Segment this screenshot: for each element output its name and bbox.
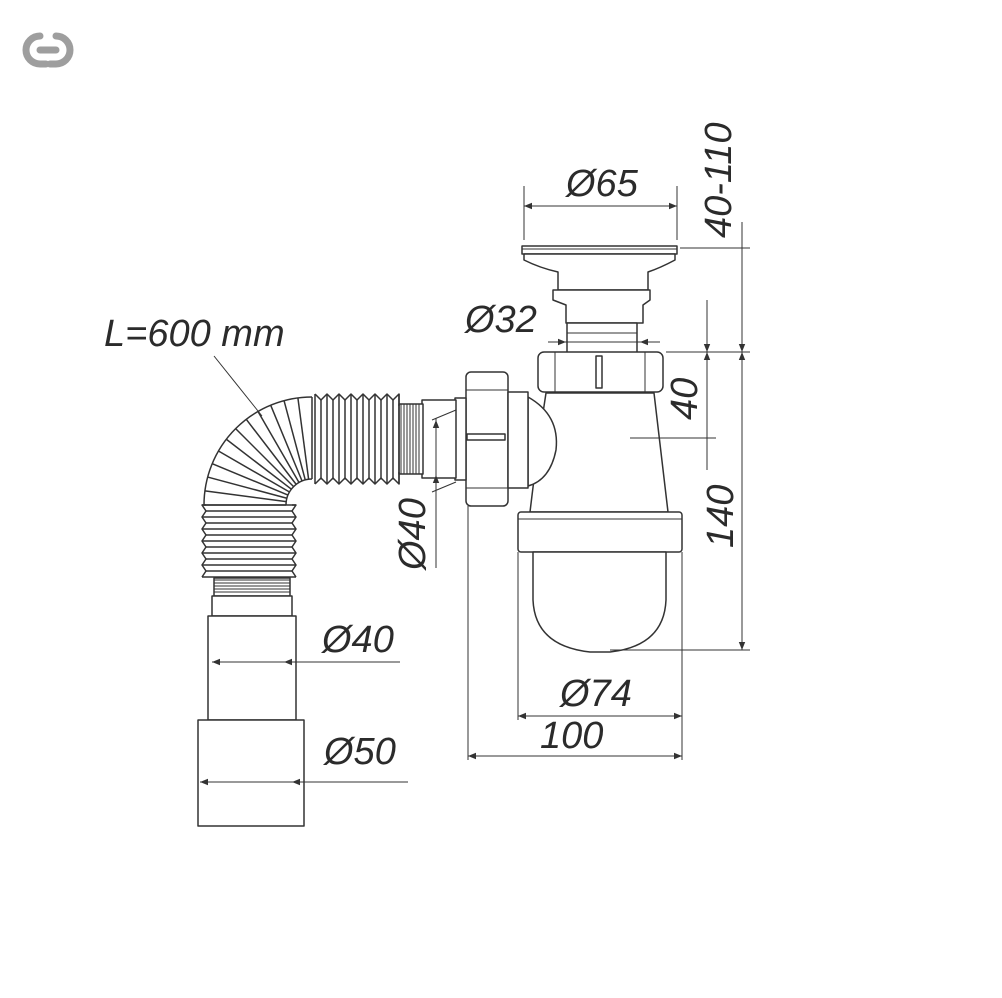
drain-flange [521, 245, 678, 255]
label-hose-end-diameter: Ø40 [320, 619, 394, 661]
adapter-pipe [197, 719, 305, 827]
label-side-outlet-diameter: Ø40 [392, 498, 434, 572]
label-drain-diameter: Ø65 [564, 163, 639, 205]
bottle-ring [517, 511, 683, 553]
corrugated-hose [197, 393, 424, 827]
label-total-height: 140 [700, 485, 742, 548]
bottle-cup [532, 551, 667, 653]
label-nut-height: 40 [664, 378, 706, 420]
label-bottle-diameter: Ø74 [558, 673, 632, 715]
bottle-trap [421, 245, 683, 653]
drain-body [523, 253, 676, 291]
label-total-width: 100 [540, 715, 603, 757]
label-hose-length: L=600 mm [104, 313, 285, 355]
hose-end-pipe [211, 595, 293, 617]
label-adapter-diameter: Ø50 [322, 731, 396, 773]
chain-link-icon [22, 32, 74, 68]
outlet-pipe [566, 322, 638, 354]
label-height-range: 40-110 [698, 122, 740, 238]
label-outlet-diameter: Ø32 [463, 299, 537, 341]
dimension-lines [200, 186, 750, 786]
